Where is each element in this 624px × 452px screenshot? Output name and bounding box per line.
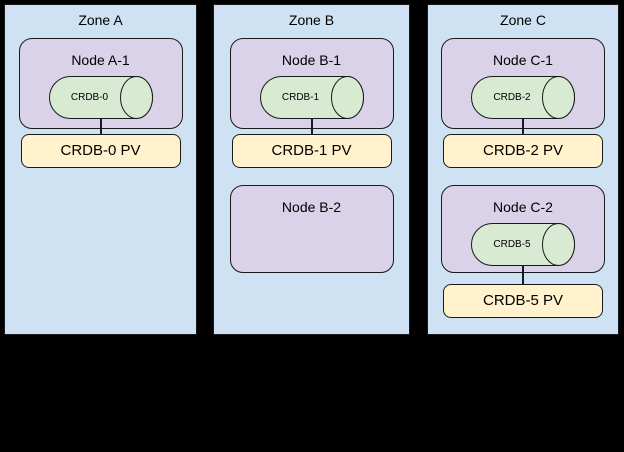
node-b2-label: Node B-2 bbox=[281, 199, 342, 215]
zone-a: Zone A Node A-1 CRDB-0 CRDB-0 PV bbox=[4, 4, 197, 335]
crdb-1-cylinder-label: CRDB-1 bbox=[281, 91, 320, 103]
node-c1-label: Node C-1 bbox=[493, 52, 553, 68]
crdb-2-cylinder-label: CRDB-2 bbox=[493, 91, 531, 103]
database-cylinder-icon bbox=[471, 76, 575, 119]
node-b1-label: Node B-1 bbox=[281, 52, 342, 68]
crdb-2-pv-box: CRDB-2 PV bbox=[443, 134, 603, 168]
crdb-5-pv-label: CRDB-5 PV bbox=[482, 292, 564, 309]
crdb-5-cylinder-label: CRDB-5 bbox=[493, 238, 531, 250]
database-cylinder-icon bbox=[48, 76, 153, 119]
crdb-1-cylinder: CRDB-1 bbox=[259, 76, 364, 119]
connector-crdb0-to-pv bbox=[99, 119, 102, 135]
database-cylinder-icon bbox=[259, 76, 364, 119]
node-a1: Node A-1 CRDB-0 bbox=[18, 38, 183, 129]
crdb-0-cylinder: CRDB-0 bbox=[48, 76, 153, 119]
database-cylinder-icon bbox=[471, 223, 575, 266]
crdb-0-cylinder-label: CRDB-0 bbox=[70, 91, 109, 103]
node-b1: Node B-1 CRDB-1 bbox=[229, 38, 394, 129]
connector-crdb5-to-pv bbox=[522, 266, 524, 285]
crdb-2-pv-label: CRDB-2 PV bbox=[482, 142, 564, 159]
connector-crdb2-to-pv bbox=[522, 119, 524, 135]
node-c1: Node C-1 CRDB-2 bbox=[441, 38, 605, 129]
crdb-5-cylinder: CRDB-5 bbox=[471, 223, 576, 266]
node-a1-label: Node A-1 bbox=[71, 52, 130, 68]
node-c2-label: Node C-2 bbox=[493, 199, 553, 215]
crdb-5-pv-box: CRDB-5 PV bbox=[443, 284, 603, 318]
zone-b-label: Zone B bbox=[288, 12, 335, 28]
node-b2: Node B-2 bbox=[229, 185, 394, 273]
crdb-0-pv-label: CRDB-0 PV bbox=[60, 142, 141, 159]
node-c2: Node C-2 CRDB-5 bbox=[441, 185, 605, 273]
zone-a-label: Zone A bbox=[78, 12, 123, 28]
crdb-2-cylinder: CRDB-2 bbox=[471, 76, 576, 119]
connector-crdb1-to-pv bbox=[310, 119, 313, 135]
zone-c: Zone C Node C-1 CRDB-2 CRDB-2 PV Node C-… bbox=[427, 4, 619, 335]
crdb-0-pv-box: CRDB-0 PV bbox=[20, 134, 181, 168]
zone-c-label: Zone C bbox=[500, 12, 546, 28]
zone-b: Zone B Node B-1 CRDB-1 CRDB-1 PV Node B-… bbox=[213, 4, 410, 335]
crdb-1-pv-box: CRDB-1 PV bbox=[231, 134, 392, 168]
crdb-1-pv-label: CRDB-1 PV bbox=[271, 142, 352, 159]
